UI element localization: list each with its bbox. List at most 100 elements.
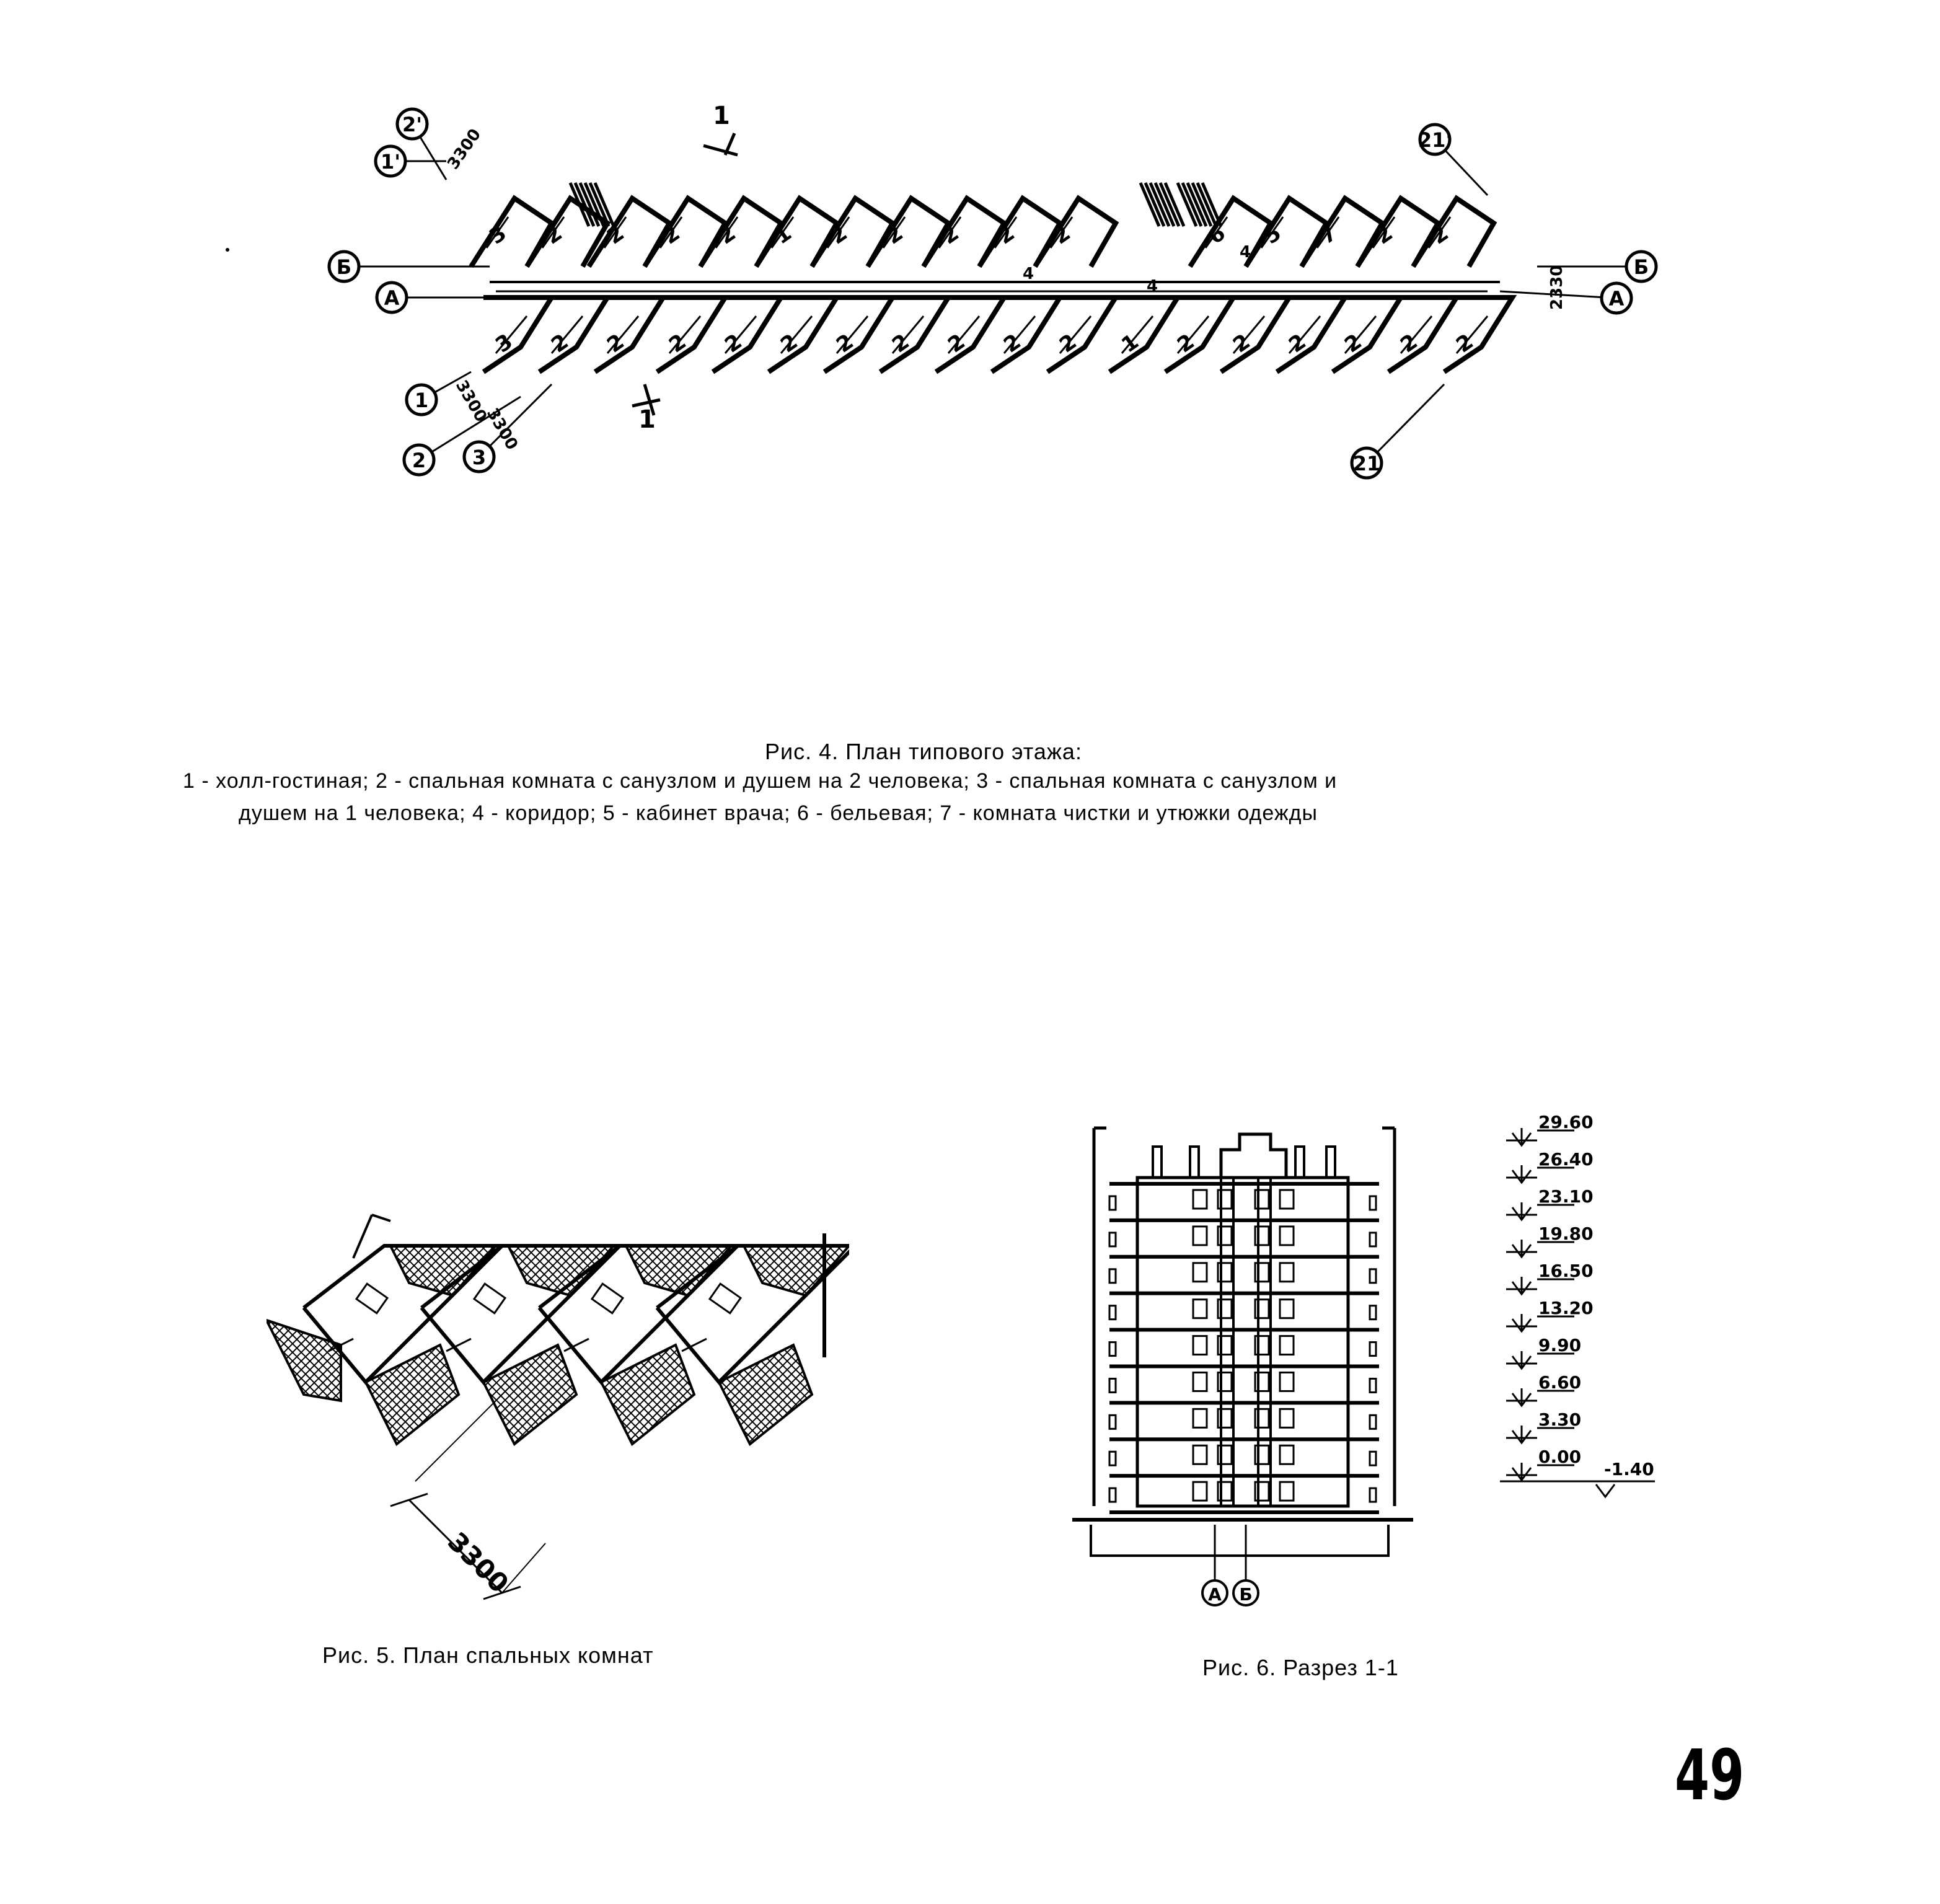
figure6-section: 29.60 26.40 23.10 19.80 16.50 13.20 9.90 6.60 3.… — [1066, 1097, 1686, 1642]
axis-marker: 1 — [405, 371, 472, 416]
dimension-label: 3300 — [442, 1526, 514, 1598]
dimension-mark — [352, 1214, 391, 1259]
elevation-value: 19.80 — [1538, 1223, 1594, 1244]
figure4-legend-line2: душем на 1 человека; 4 - коридор; 5 - ка… — [239, 801, 1318, 825]
axis-marker-label: 21' — [1418, 128, 1452, 152]
room-lower — [593, 295, 668, 374]
axis-marker: Б — [327, 250, 490, 283]
axis-marker: 1' — [374, 144, 446, 178]
elevation-mark: 3.30 — [1506, 1409, 1581, 1445]
axis-marker-label: А — [1609, 287, 1625, 311]
elevation-mark: 26.40 — [1506, 1149, 1594, 1184]
section-marker-label: 1 — [713, 102, 730, 130]
axis-marker: 2' — [395, 107, 448, 180]
elevation-value: 29.60 — [1538, 1112, 1594, 1132]
room-lower — [537, 295, 612, 374]
bedroom-plan-drawing: 3300 — [264, 1214, 860, 1600]
axis-marker-label: 1 — [415, 389, 428, 412]
room-lower — [1163, 295, 1238, 374]
axis-marker: 3 — [462, 383, 553, 474]
room-lower — [1046, 295, 1121, 374]
room-lower — [822, 295, 897, 374]
elevation-value: 13.20 — [1538, 1298, 1594, 1318]
elevation-mark: 13.20 — [1506, 1298, 1594, 1333]
elevation-mark: 9.90 — [1506, 1335, 1581, 1370]
room-lower — [767, 295, 842, 374]
section-marker: 1 — [632, 384, 661, 434]
dimension-line — [408, 1499, 503, 1594]
figure4-title: Рис. 4. План типового этажа: — [765, 739, 1082, 764]
room-upper — [921, 195, 1008, 268]
room-lower — [878, 295, 953, 374]
elevation-value: 6.60 — [1538, 1372, 1581, 1393]
axis-marker-label: 2 — [412, 449, 426, 472]
bedroom-unit — [420, 1244, 625, 1447]
room-lower — [1219, 295, 1294, 374]
elevation-value: 3.30 — [1538, 1409, 1581, 1430]
axis-marker: А — [375, 281, 496, 314]
room-upper — [642, 195, 729, 268]
axis-marker: А — [1499, 281, 1633, 315]
figure5-caption: Рис. 5. План спальных комнат — [322, 1642, 654, 1668]
dimension-label: 3300 — [452, 377, 490, 426]
axis-marker: 2 — [402, 395, 521, 477]
axis-marker-b-label: Б — [1239, 1584, 1252, 1605]
extension-line — [501, 1543, 546, 1593]
section-marker-label: 1 — [638, 405, 656, 434]
room-upper — [1411, 195, 1497, 268]
axis-marker: Б — [1537, 250, 1658, 283]
dimension-label: 3300 — [444, 126, 485, 173]
room-lower — [1331, 295, 1406, 374]
elevation-mark: 16.50 — [1506, 1261, 1594, 1296]
elevation-value: 16.50 — [1538, 1261, 1594, 1281]
section-drawing: 29.60 26.40 23.10 19.80 16.50 13.20 9.90 6.60 3.… — [1072, 1112, 1655, 1606]
room-lower — [1275, 295, 1350, 374]
axis-marker-label: 1' — [381, 150, 400, 174]
extension-line — [415, 1369, 527, 1482]
dimension-label: 2330 — [1548, 265, 1566, 310]
axis-marker-label: А — [384, 286, 400, 310]
elevation-value: 0.00 — [1538, 1447, 1581, 1467]
axis-marker-a-label: А — [1208, 1584, 1222, 1605]
axis-marker-label: Б — [337, 255, 351, 279]
axis-marker-a — [1201, 1579, 1228, 1606]
basement — [1090, 1525, 1390, 1557]
axis-marker-label: 21 — [1353, 452, 1381, 475]
dimension-tick — [390, 1492, 428, 1507]
elevation-mark: 0.00 — [1506, 1447, 1581, 1482]
figure5-bedroom-plan: 3300 — [264, 1196, 860, 1618]
room-lower — [1442, 295, 1517, 374]
room-upper — [698, 195, 785, 268]
room-lower — [655, 295, 730, 374]
room-upper — [754, 195, 840, 268]
room-upper — [977, 195, 1064, 268]
elevation-mark: 6.60 — [1506, 1372, 1581, 1408]
room-upper — [1033, 195, 1119, 268]
hatched-wall — [264, 1318, 342, 1403]
roof-superstructure — [1219, 1132, 1288, 1178]
elevation-value: 26.40 — [1538, 1149, 1594, 1170]
room-upper — [1243, 195, 1330, 268]
figure6-caption: Рис. 6. Разрез 1-1 — [1202, 1655, 1399, 1680]
elevation-mark: 29.60 — [1506, 1112, 1594, 1147]
room-lower — [711, 295, 786, 374]
elevation-value: 23.10 — [1538, 1186, 1594, 1207]
scan-speck — [226, 248, 229, 252]
elevation-mark: 23.10 — [1506, 1186, 1594, 1222]
room-lower — [1387, 295, 1462, 374]
room-lower — [990, 295, 1065, 374]
axis-marker: 21 — [1350, 383, 1445, 480]
corridor-label: 4 — [1240, 243, 1251, 262]
room-lower — [482, 295, 557, 374]
figure4-legend-line1: 1 - холл-гостиная; 2 - спальная комната … — [183, 769, 1338, 793]
stair-block — [1139, 182, 1186, 227]
room-lower — [934, 295, 1009, 374]
room-lower — [1108, 295, 1183, 374]
basement-elevation-mark: -1.40 — [1500, 1459, 1655, 1499]
axis-marker: 21' — [1418, 123, 1489, 196]
axis-marker-label: Б — [1634, 255, 1649, 279]
elevation-value: 9.90 — [1538, 1335, 1581, 1355]
basement-elevation-value: -1.40 — [1604, 1459, 1654, 1479]
